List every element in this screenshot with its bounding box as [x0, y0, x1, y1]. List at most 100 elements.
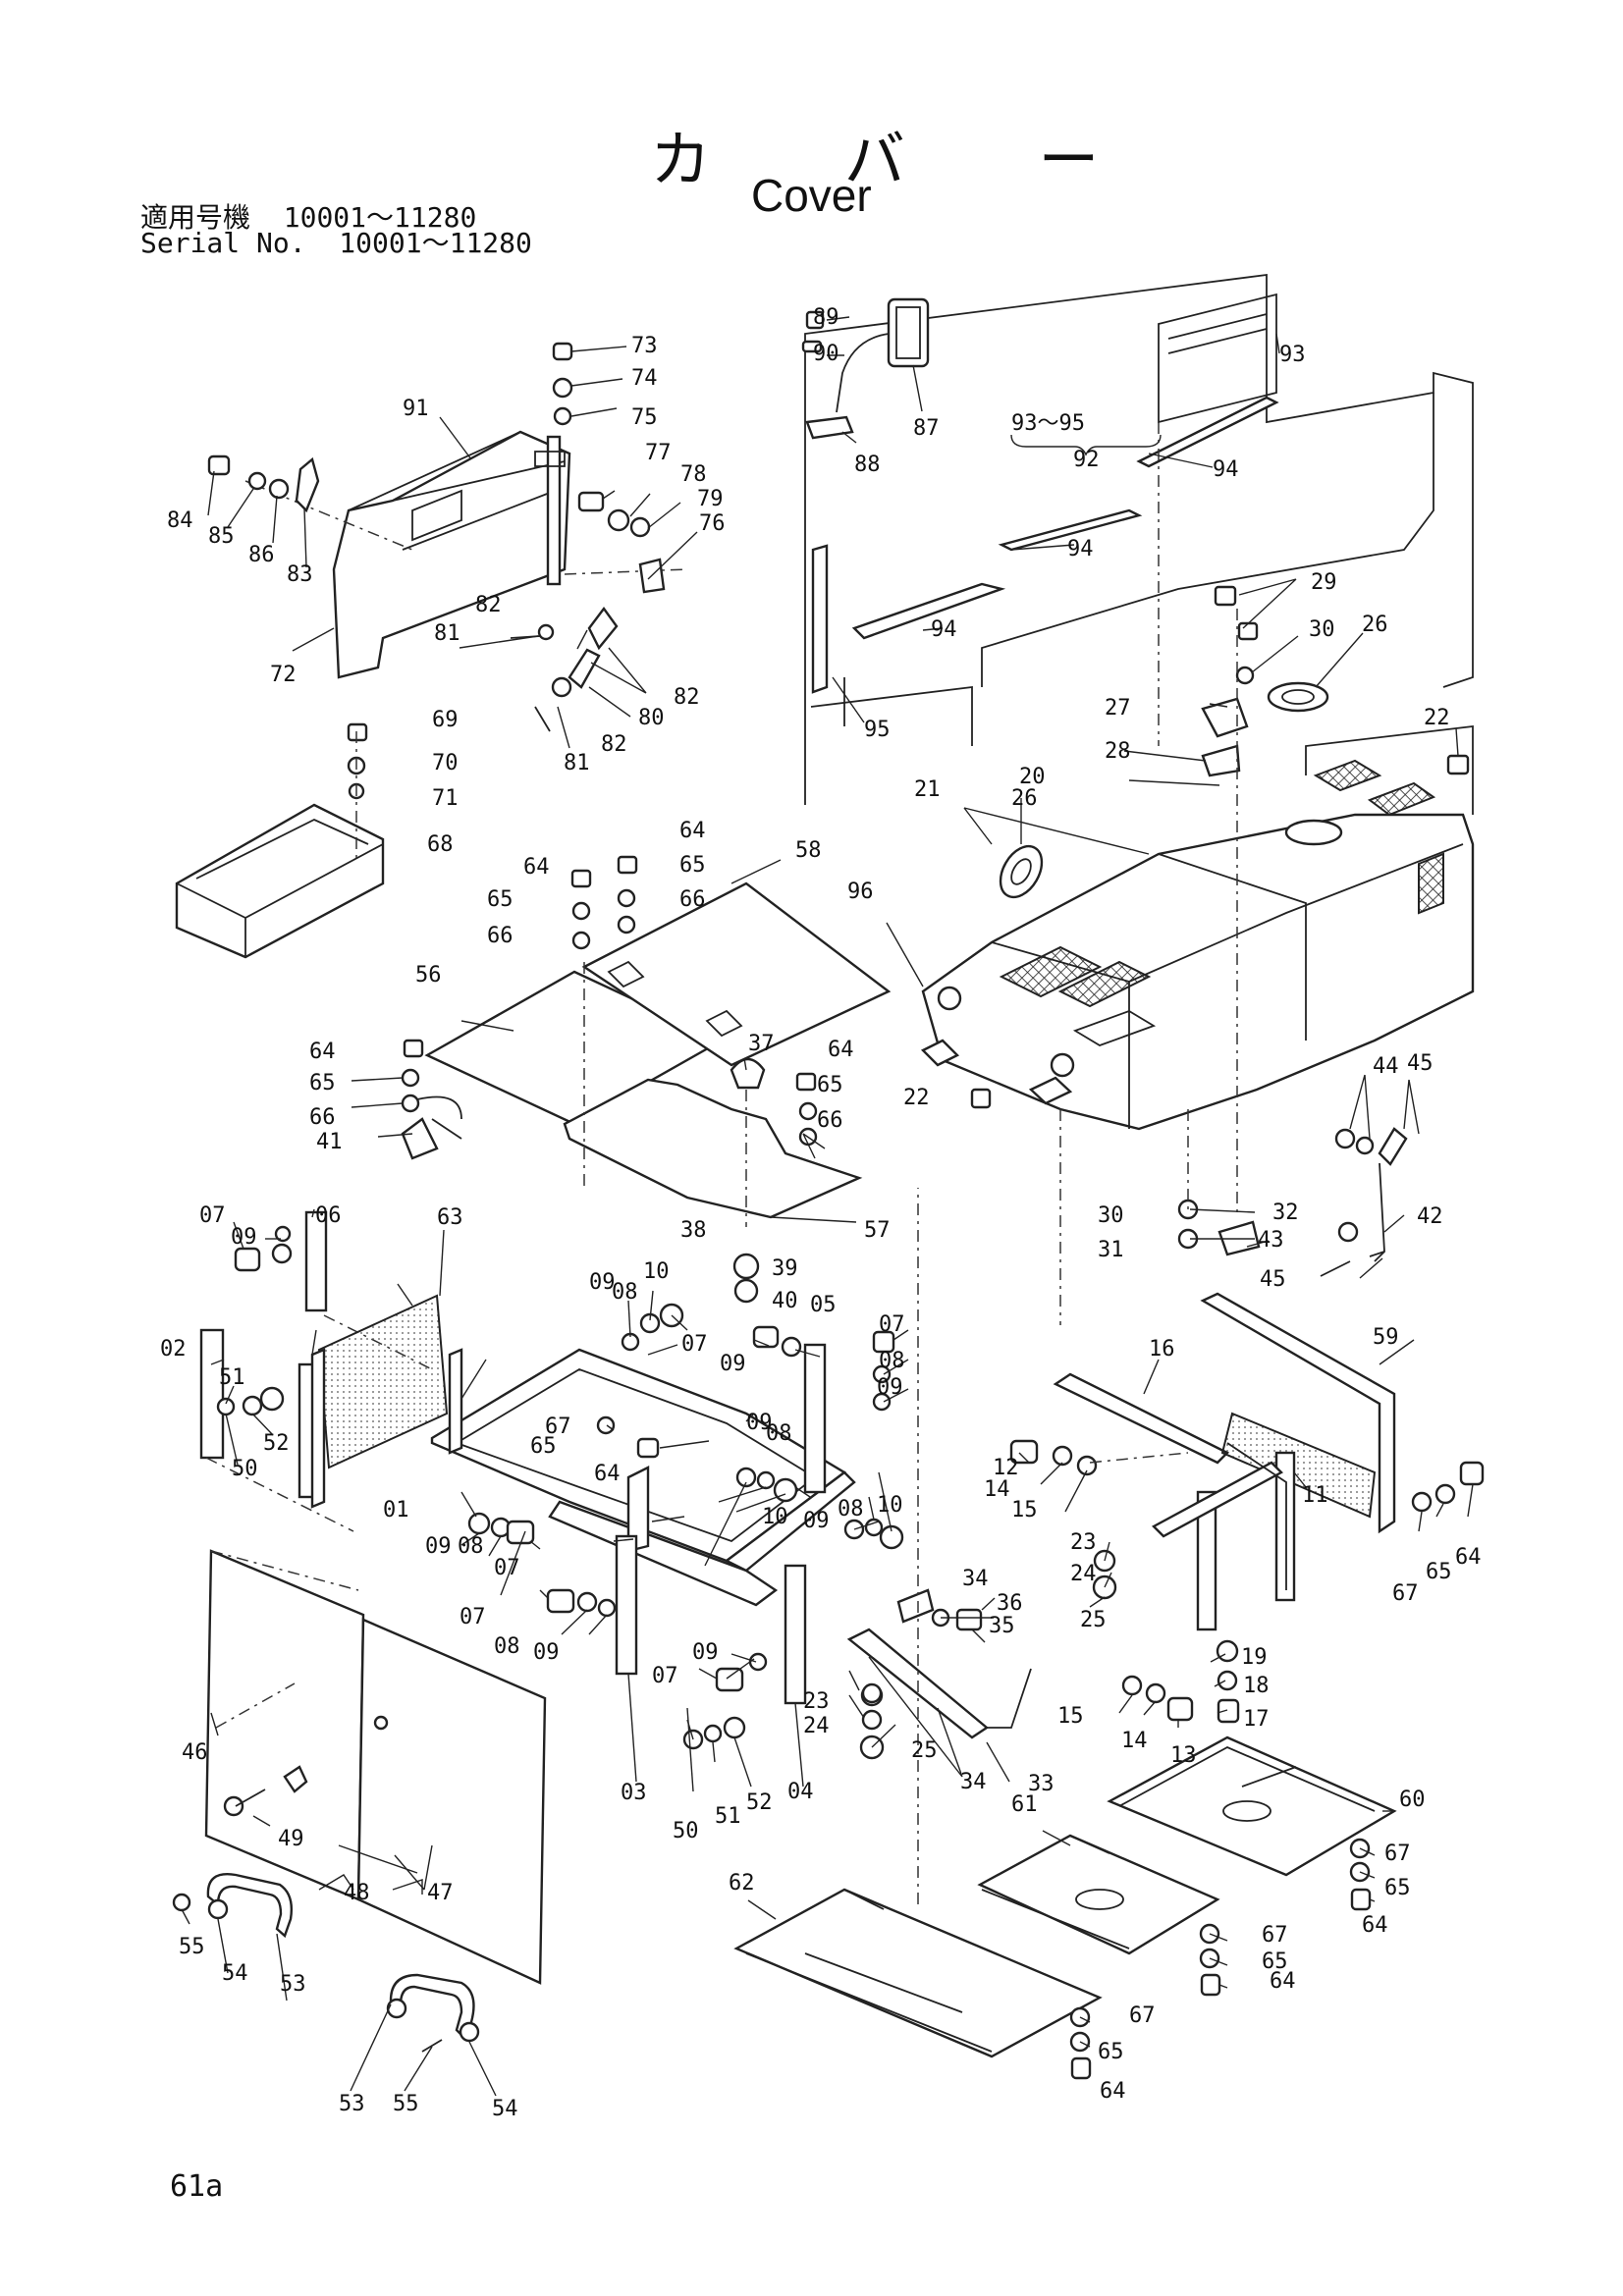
callout-37: 37	[748, 1032, 775, 1056]
callout-16: 16	[1149, 1337, 1175, 1362]
callout-63: 63	[437, 1205, 463, 1230]
callout-83: 83	[287, 562, 313, 587]
callout-15-a: 15	[1011, 1498, 1038, 1522]
callout-64-h: 64	[1270, 1969, 1296, 1994]
callout-66-d: 66	[817, 1108, 843, 1133]
callout-14-a: 14	[984, 1477, 1010, 1502]
callout-84: 84	[167, 508, 193, 533]
callout-06: 06	[315, 1203, 342, 1228]
callout-61: 61	[1011, 1792, 1038, 1817]
callout-25-b: 25	[911, 1738, 938, 1763]
callout-91: 91	[403, 397, 429, 421]
callout-52-a: 52	[263, 1431, 290, 1456]
callout-64-b: 64	[679, 819, 706, 843]
callout-86: 86	[248, 543, 275, 567]
callout-58: 58	[795, 838, 822, 863]
callout-96: 96	[847, 880, 874, 904]
callout-51-a: 51	[219, 1365, 245, 1390]
callout-66-a: 66	[487, 924, 514, 948]
callout-70: 70	[432, 751, 459, 775]
callout-07-d: 07	[494, 1556, 520, 1580]
callout-51-b: 51	[715, 1804, 741, 1829]
callout-64-d: 64	[828, 1038, 854, 1062]
callout-09-d: 09	[877, 1375, 903, 1400]
callout-18: 18	[1243, 1674, 1270, 1698]
callout-57: 57	[864, 1218, 891, 1243]
callout-67-c: 67	[1384, 1842, 1411, 1866]
callout-34-b: 34	[960, 1770, 987, 1794]
callout-40: 40	[772, 1289, 798, 1313]
callout-labels: 01 02 03 04 05 06 07 07 07 07 07 07 08 0…	[160, 305, 1482, 2121]
callout-74: 74	[631, 366, 658, 391]
callout-59: 59	[1373, 1325, 1399, 1350]
callout-10-b: 10	[762, 1505, 788, 1529]
callout-67-d: 67	[1262, 1923, 1288, 1948]
callout-65-b: 65	[679, 853, 706, 878]
callout-14-b: 14	[1121, 1729, 1148, 1753]
serial-label-en: Serial No.	[140, 227, 306, 259]
callout-33: 33	[1028, 1772, 1055, 1796]
page-number: 61a	[170, 2169, 224, 2204]
callout-07-c: 07	[879, 1312, 905, 1337]
callout-08-d: 08	[458, 1534, 484, 1559]
callout-81-a: 81	[434, 621, 460, 646]
callout-66-c: 66	[309, 1105, 336, 1130]
callout-09-b: 09	[589, 1270, 616, 1295]
callout-71: 71	[432, 786, 459, 811]
callout-82-c: 82	[601, 732, 627, 757]
callout-05: 05	[810, 1293, 837, 1317]
callout-22-b: 22	[903, 1086, 930, 1110]
callout-90: 90	[813, 342, 839, 366]
callout-55-a: 55	[179, 1935, 205, 1959]
callout-94-a: 94	[1213, 457, 1239, 482]
callout-65-h: 65	[1262, 1949, 1288, 1974]
callout-64-a: 64	[523, 855, 550, 880]
callout-17: 17	[1243, 1707, 1270, 1732]
callout-19: 19	[1241, 1645, 1268, 1670]
callout-45-a: 45	[1407, 1051, 1434, 1076]
serial-line-japanese: 適用号機 10001～11280	[140, 196, 476, 236]
callout-54-a: 54	[222, 1961, 248, 1986]
callout-65-a: 65	[487, 887, 514, 912]
callout-67-b: 67	[1392, 1581, 1419, 1606]
callout-27: 27	[1105, 696, 1131, 721]
right-frame-group	[1009, 1292, 1485, 1724]
callout-53-a: 53	[280, 1972, 306, 1997]
callout-65-f: 65	[1426, 1560, 1452, 1584]
callout-09-h: 09	[533, 1640, 560, 1665]
callout-32: 32	[1272, 1201, 1299, 1225]
callout-62: 62	[729, 1871, 755, 1896]
callout-94-c: 94	[931, 617, 957, 642]
callout-64-g: 64	[1362, 1913, 1388, 1938]
callout-11: 11	[1302, 1483, 1328, 1508]
callout-44: 44	[1373, 1054, 1399, 1079]
callout-08-c: 08	[766, 1421, 792, 1446]
floor-plates-upper	[401, 855, 892, 1304]
callout-79: 79	[697, 487, 724, 511]
callout-68: 68	[427, 832, 454, 857]
callout-24-a: 24	[1070, 1562, 1097, 1586]
callout-64-c: 64	[309, 1040, 336, 1064]
callout-64-e: 64	[594, 1462, 621, 1486]
leader-lines	[181, 316, 1474, 2097]
callout-88: 88	[854, 453, 881, 477]
callout-76: 76	[699, 511, 726, 536]
callout-07-b: 07	[681, 1332, 708, 1357]
callout-43: 43	[1258, 1228, 1284, 1253]
callout-09-g: 09	[803, 1509, 830, 1533]
callout-67-e: 67	[1129, 2003, 1156, 2028]
callout-13: 13	[1170, 1743, 1197, 1768]
callout-78: 78	[680, 462, 707, 487]
callout-64-f: 64	[1455, 1545, 1482, 1570]
callout-31: 31	[1098, 1238, 1124, 1262]
serial-label-jp: 適用号機	[140, 201, 251, 234]
callout-95: 95	[864, 718, 891, 742]
callout-09-c: 09	[720, 1352, 746, 1376]
serial-line-english: Serial No. 10001～11280	[140, 222, 532, 261]
callout-65-i: 65	[1098, 2040, 1124, 2064]
callout-81-b: 81	[564, 751, 590, 775]
callout-09-a: 09	[231, 1225, 257, 1250]
callout-22-a: 22	[1424, 706, 1450, 730]
side-cover-group	[244, 430, 688, 679]
